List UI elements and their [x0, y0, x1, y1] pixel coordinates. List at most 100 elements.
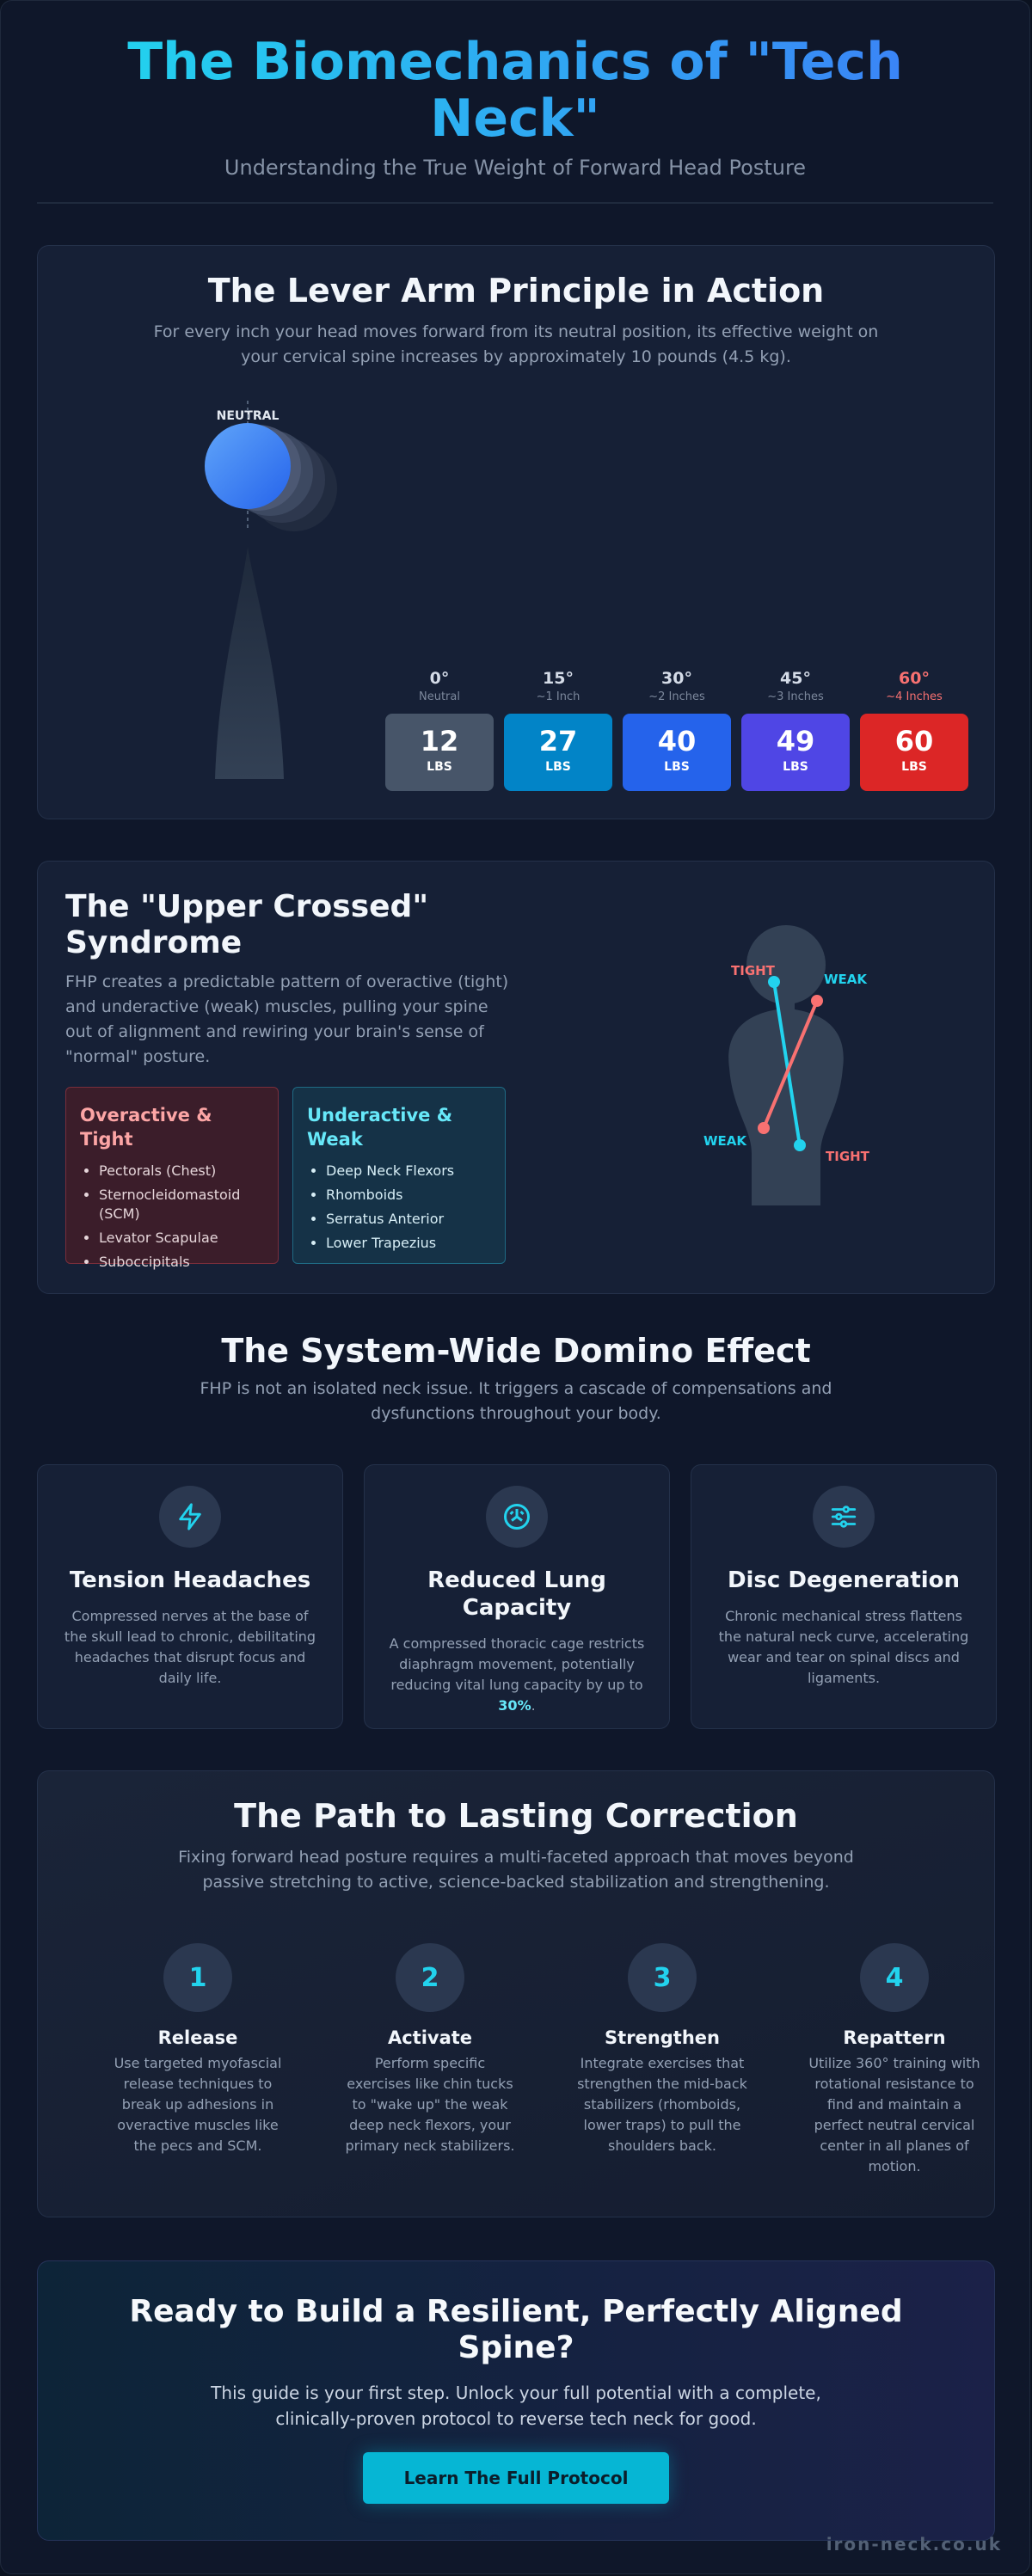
sliders-icon [831, 1506, 857, 1528]
weight-value: 40 [657, 725, 697, 757]
lever-description: For every inch your head moves forward f… [153, 322, 879, 366]
syndrome-description: FHP creates a predictable pattern of ove… [65, 972, 509, 1066]
list-item: Rhomboids [326, 1186, 491, 1205]
domino-card-lung: Reduced Lung Capacity A compressed thora… [364, 1464, 670, 1729]
underactive-muscles-box: Underactive & Weak Deep Neck Flexors Rho… [292, 1087, 506, 1264]
step-activate: 2 Activate Perform specific exercises li… [335, 1943, 525, 2156]
domino-title: The System-Wide Domino Effect [221, 1332, 811, 1370]
cta-title: Ready to Build a Resilient, Perfectly Al… [129, 2294, 903, 2365]
angle-distance: ~2 Inches [648, 690, 705, 703]
step-title: Release [157, 2027, 238, 2048]
head-lever-illustration: NEUTRAL [205, 401, 337, 779]
overactive-title: Overactive & Tight [80, 1105, 212, 1150]
step-description: Perform specific exercises like chin tuc… [345, 2055, 515, 2154]
highlight-value: 30% [498, 1697, 531, 1714]
domino-card-title: Reduced Lung Capacity [427, 1567, 606, 1621]
angle-label: 30° ~2 Inches [623, 669, 731, 703]
step-title: Repattern [843, 2027, 946, 2048]
angle-value: 15° [543, 669, 574, 688]
page-title: The Biomechanics of "Tech Neck" [102, 34, 928, 147]
cta-description: This guide is your first step. Unlock yo… [211, 2383, 821, 2429]
weight-unit: LBS [664, 760, 690, 774]
domino-card-headaches: Tension Headaches Compressed nerves at t… [37, 1464, 343, 1729]
step-description: Use targeted myofascial release techniqu… [114, 2055, 282, 2154]
overactive-muscles-box: Overactive & Tight Pectorals (Chest) Ste… [65, 1087, 279, 1270]
learn-protocol-button[interactable]: Learn The Full Protocol [363, 2452, 669, 2504]
domino-description: FHP is not an isolated neck issue. It tr… [200, 1379, 832, 1423]
lightning-bolt-icon [179, 1503, 201, 1530]
list-item: Serratus Anterior [326, 1210, 491, 1229]
lungs-icon [504, 1504, 530, 1530]
brand-watermark: iron-neck.co.uk [826, 2534, 1002, 2555]
step-number: 2 [396, 1943, 464, 2012]
weak-point-bottom [794, 1139, 806, 1151]
step-number: 1 [163, 1943, 232, 2012]
list-item: Sternocleidomastoid (SCM) [99, 1186, 264, 1224]
lever-arm-section: The Lever Arm Principle in Action For ev… [37, 245, 995, 819]
overactive-list: Pectorals (Chest) Sternocleidomastoid (S… [80, 1162, 264, 1272]
diagram-head [746, 925, 826, 1004]
weight-value: 60 [894, 725, 934, 757]
weight-unit: LBS [901, 760, 927, 774]
icon-container [159, 1486, 221, 1548]
step-release: 1 Release Use targeted myofascial releas… [103, 1943, 292, 2156]
weak-point-top [768, 976, 780, 988]
page-subtitle: Understanding the True Weight of Forward… [224, 156, 807, 180]
step-description: Utilize 360° training with rotational re… [808, 2055, 980, 2174]
weight-value: 27 [538, 725, 578, 757]
domino-card-text: A compressed thoracic cage restricts dia… [389, 1635, 645, 1693]
tight-point-bottom [758, 1122, 770, 1134]
weight-unit: LBS [427, 760, 452, 774]
step-number: 4 [860, 1943, 929, 2012]
correction-title: The Path to Lasting Correction [234, 1797, 798, 1835]
domino-card-disc: Disc Degeneration Chronic mechanical str… [691, 1464, 997, 1729]
lever-title: The Lever Arm Principle in Action [207, 272, 825, 310]
list-item: Suboccipitals [99, 1253, 264, 1272]
tight-point-top [811, 995, 823, 1007]
angle-value: 30° [661, 669, 692, 688]
weight-unit: LBS [545, 760, 571, 774]
list-item: Levator Scapulae [99, 1229, 264, 1248]
header-divider [37, 202, 993, 204]
label-tight-bottom: TIGHT [826, 1149, 870, 1164]
angle-label: 45°~3 Inches [741, 669, 850, 703]
underactive-list: Deep Neck Flexors Rhomboids Serratus Ant… [307, 1162, 491, 1253]
icon-container [813, 1486, 875, 1548]
angle-label: 0° Neutral [385, 669, 494, 703]
angle-distance: ~4 Inches [886, 690, 943, 703]
list-item: Lower Trapezius [326, 1234, 491, 1253]
correction-section: The Path to Lasting Correction Fixing fo… [37, 1770, 995, 2217]
angle-distance: ~3 Inches [767, 690, 824, 703]
weight-unit: LBS [783, 760, 808, 774]
upper-crossed-section: The "Upper Crossed" Syndrome FHP creates… [37, 861, 995, 1294]
underactive-title: Underactive & Weak [307, 1105, 453, 1150]
label-tight-top: TIGHT [731, 963, 776, 978]
angle-value: 0° [429, 669, 450, 688]
label-weak-top: WEAK [824, 972, 868, 987]
list-item: Deep Neck Flexors [326, 1162, 491, 1181]
header: The Biomechanics of "Tech Neck" Understa… [1, 1, 1029, 180]
angle-value: 60° [899, 669, 930, 688]
domino-card-title: Tension Headaches [69, 1567, 311, 1593]
step-strengthen: 3 Strengthen Integrate exercises that st… [568, 1943, 757, 2156]
step-title: Activate [387, 2027, 473, 2048]
upper-crossed-diagram: TIGHT WEAK WEAK TIGHT [703, 925, 870, 1205]
weight-value: 49 [776, 725, 815, 757]
head-neutral [205, 423, 291, 509]
label-weak-bottom: WEAK [703, 1133, 747, 1149]
icon-container [486, 1486, 548, 1548]
domino-card-title: Disc Degeneration [727, 1567, 961, 1593]
cta-section: Ready to Build a Resilient, Perfectly Al… [37, 2260, 995, 2541]
step-number: 3 [628, 1943, 697, 2012]
weight-value: 12 [420, 725, 459, 757]
tight-line [762, 1000, 819, 1129]
weak-line [772, 981, 802, 1146]
step-title: Strengthen [605, 2027, 720, 2048]
angle-distance: Neutral [419, 690, 460, 703]
